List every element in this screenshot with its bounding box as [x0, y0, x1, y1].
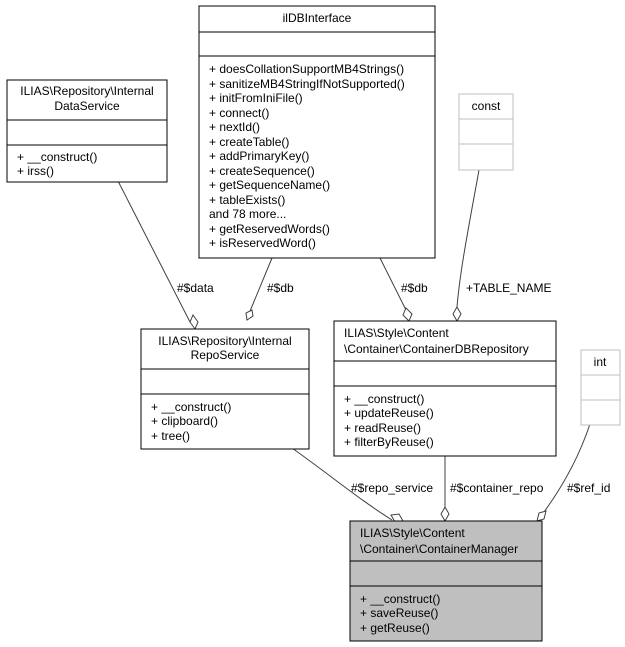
method: + __construct()	[17, 150, 97, 164]
class-title-line: RepoService	[191, 348, 260, 362]
aggregation-diamond-container-repo	[440, 505, 450, 523]
method: + __construct()	[344, 392, 424, 406]
aggregation-diamond-ref-id	[536, 510, 547, 522]
method: + tableExists()	[209, 193, 285, 207]
method: + __construct()	[151, 400, 231, 414]
edge-label-ref-id: #$ref_id	[567, 481, 610, 495]
aggregation-diamond-table-name	[452, 305, 462, 323]
class-box	[198, 5, 436, 259]
method: + isReservedWord()	[209, 236, 316, 250]
edge-label-db-right: #$db	[401, 281, 428, 295]
method: + getSequenceName()	[209, 178, 330, 192]
class-title: const	[472, 99, 501, 113]
edge-label-container-repo: #$container_repo	[450, 481, 544, 495]
method-list: + doesCollationSupportMB4Strings() + san…	[209, 62, 405, 250]
method: + initFromIniFile()	[209, 91, 303, 105]
class-box	[349, 520, 543, 642]
class-title: int	[594, 355, 607, 369]
method: + tree()	[151, 429, 190, 443]
class-title: ilDBInterface	[283, 11, 352, 25]
edge-label-data: #$data	[177, 281, 214, 295]
method: + addPrimaryKey()	[209, 149, 309, 163]
class-box	[140, 328, 310, 450]
method: + saveReuse()	[360, 606, 438, 620]
class-title-line: \Container\ContainerManager	[360, 542, 518, 556]
edge-const-to-containerdb	[456, 169, 480, 308]
class-containermanager[interactable]: ILIAS\Style\Content \Container\Container…	[349, 520, 543, 642]
method: + connect()	[209, 106, 269, 120]
class-containerdbrepository[interactable]: ILIAS\Style\Content \Container\Container…	[333, 320, 557, 457]
class-box	[458, 93, 514, 171]
class-box	[6, 79, 168, 183]
class-ildbinterface[interactable]: ilDBInterface + doesCollationSupportMB4S…	[198, 5, 436, 259]
edge-dataservice-to-reposervice	[117, 180, 191, 323]
class-title-line: DataService	[54, 99, 120, 113]
edge-label-db-left: #$db	[267, 281, 294, 295]
method: + irss()	[17, 164, 54, 178]
edge-int-to-manager	[543, 423, 591, 513]
class-box	[580, 349, 621, 426]
class-title-line: \Container\ContainerDBRepository	[344, 342, 529, 356]
edge-label-repo-service: #$repo_service	[351, 481, 433, 495]
method: + sanitizeMB4StringIfNotSupported()	[209, 77, 405, 91]
method: + updateReuse()	[344, 406, 434, 420]
class-int[interactable]: int	[580, 349, 621, 426]
aggregation-diamond-db-right	[402, 307, 413, 322]
edge-idb-to-reposervice	[247, 257, 273, 317]
method: + createSequence()	[209, 164, 315, 178]
aggregation-diamond-data	[189, 313, 199, 331]
class-dataservice[interactable]: ILIAS\Repository\Internal DataService + …	[6, 79, 168, 183]
class-title-line: ILIAS\Style\Content	[360, 526, 465, 540]
edge-label-table-name: +TABLE_NAME	[466, 281, 551, 295]
edge-idb-to-containerdb	[379, 257, 407, 311]
method: + getReservedWords()	[209, 222, 330, 236]
edge-labels: #$data #$db #$db +TABLE_NAME #$repo_serv…	[177, 281, 610, 495]
class-title-line: ILIAS\Repository\Internal	[158, 334, 291, 348]
method: + filterByReuse()	[344, 435, 434, 449]
class-reposervice[interactable]: ILIAS\Repository\Internal RepoService + …	[140, 328, 310, 450]
more-methods: and 78 more...	[209, 207, 286, 221]
method: + doesCollationSupportMB4Strings()	[209, 62, 404, 76]
aggregation-diamond-db-left	[245, 309, 254, 321]
method: + nextId()	[209, 120, 260, 134]
method: + clipboard()	[151, 414, 218, 428]
class-const[interactable]: const	[458, 93, 514, 171]
class-title-line: ILIAS\Repository\Internal	[20, 84, 153, 98]
method: + readReuse()	[344, 421, 421, 435]
class-title-line: ILIAS\Style\Content	[344, 326, 449, 340]
edges	[117, 169, 591, 523]
method: + __construct()	[360, 592, 440, 606]
method: + createTable()	[209, 135, 289, 149]
class-box	[333, 320, 557, 457]
method: + getReuse()	[360, 621, 430, 635]
edge-reposervice-to-manager	[291, 447, 393, 521]
